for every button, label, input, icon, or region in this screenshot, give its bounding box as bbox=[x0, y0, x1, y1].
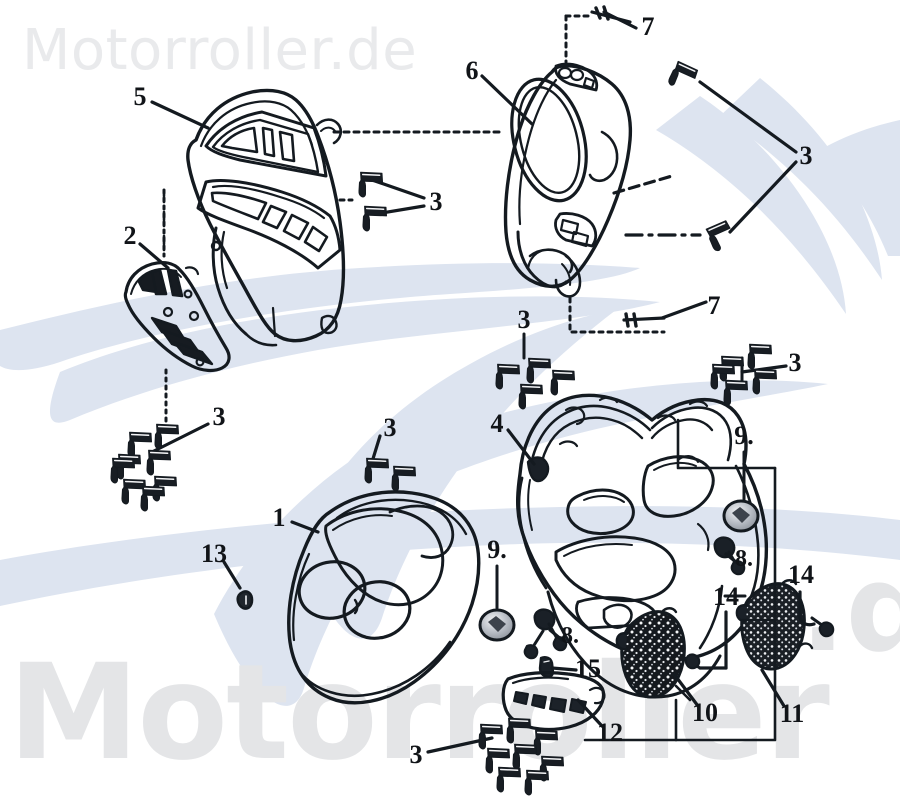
part-12-lower-trim-cover bbox=[501, 671, 606, 732]
part-2-small-vent-grille bbox=[123, 261, 231, 373]
part-14-indicator-screw-mid bbox=[684, 610, 728, 670]
callout-2: 2 bbox=[123, 221, 137, 250]
callout-3-right-of-4: 3 bbox=[788, 348, 802, 377]
callout-15: 15 bbox=[575, 654, 601, 683]
callout-6: 6 bbox=[465, 56, 479, 85]
callout-3-left: 3 bbox=[212, 402, 226, 431]
callout-3-bottom: 3 bbox=[409, 740, 423, 769]
callout-9-right: 9. bbox=[734, 421, 754, 450]
part-7-long-bolt-top bbox=[590, 5, 632, 24]
callout-5: 5 bbox=[133, 82, 147, 111]
part-9-round-emblem-cap-right bbox=[722, 499, 760, 533]
part-5-side-panel-vented bbox=[186, 88, 346, 347]
callout-7-bottom: 7 bbox=[707, 291, 721, 320]
callout-11: 11 bbox=[779, 699, 805, 728]
watermark-top-text: Motorroller.de bbox=[22, 18, 418, 83]
part-7-long-bolt-bottom bbox=[622, 312, 666, 328]
callout-3-small-pair: 3 bbox=[383, 413, 397, 442]
callout-1: 1 bbox=[272, 503, 286, 532]
callout-8-right: 8. bbox=[735, 546, 753, 572]
callout-7-top: 7 bbox=[641, 12, 655, 41]
part-9-round-emblem-cap-left bbox=[478, 608, 516, 642]
part-6-handlebar-cover bbox=[503, 62, 633, 298]
part-14-indicator-screw-right bbox=[798, 590, 835, 638]
callout-9-left: 9. bbox=[487, 535, 507, 564]
callout-8-left: 8. bbox=[561, 623, 579, 649]
callout-12: 12 bbox=[597, 718, 623, 747]
callout-14-right: 14 bbox=[788, 560, 814, 589]
part-10-left-indicator-lens bbox=[615, 607, 692, 702]
callout-14-mid: 14 bbox=[713, 582, 739, 611]
callout-3-above-4: 3 bbox=[517, 305, 531, 334]
callout-10: 10 bbox=[692, 698, 718, 727]
part-11-right-indicator-lens bbox=[735, 579, 814, 671]
callout-4: 4 bbox=[490, 409, 504, 438]
part-1-front-leg-shield bbox=[287, 490, 481, 705]
watermark-right-text: .de bbox=[800, 540, 900, 679]
part-13-grommet bbox=[236, 590, 254, 610]
callout-3-upper-right: 3 bbox=[799, 141, 813, 170]
callout-13: 13 bbox=[201, 539, 227, 568]
callout-3-mid-left: 3 bbox=[429, 187, 443, 216]
part-8-bulb-socket-screw-right bbox=[713, 536, 746, 576]
